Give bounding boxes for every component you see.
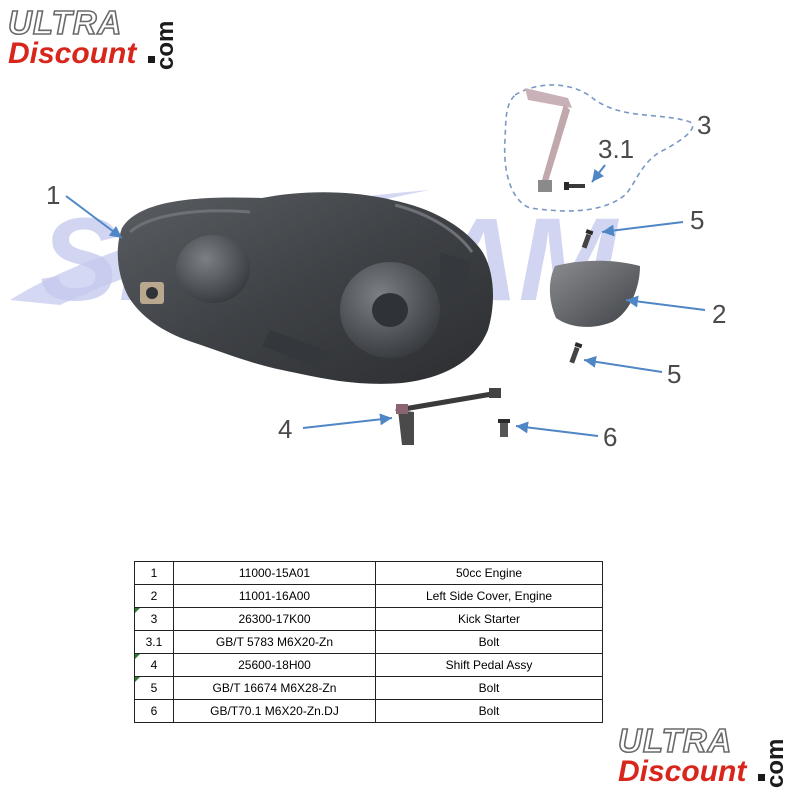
logo-dot (148, 56, 155, 63)
part-number-cell: 26300-17K00 (172, 607, 377, 631)
logo-discount-text: Discount (618, 755, 747, 788)
ref-cell: 3.1 (134, 630, 174, 654)
leader-arrow-6 (515, 421, 599, 437)
part-number-cell: 11001-16A00 (172, 584, 377, 608)
part-number-cell: GB/T70.1 M6X20-Zn.DJ (172, 699, 377, 723)
description-cell: Bolt (375, 676, 603, 700)
description-cell: Kick Starter (375, 607, 603, 631)
exploded-parts-diagram: SKYTEAM (10, 84, 726, 452)
logo-com-text: com (152, 20, 179, 70)
logo-com-text: com (762, 738, 789, 788)
callout-label: 6 (603, 422, 617, 452)
callout-label: 3.1 (598, 134, 634, 164)
leader-arrow-1 (65, 195, 123, 239)
callout-label: 3 (697, 110, 711, 140)
leader-arrow-2 (625, 295, 706, 311)
part-number-cell: 11000-15A01 (172, 561, 377, 585)
kick-starter-dashed-outline (503, 84, 694, 212)
leader-arrow-5-upper (601, 221, 684, 237)
description-cell: 50cc Engine (375, 561, 603, 585)
logo-discount-text: Discount (8, 37, 137, 70)
kick-starter-illustration (525, 88, 572, 192)
brand-logo-bottom: ULTRA Discount com (617, 722, 789, 794)
part-number-cell: 25600-18H00 (172, 653, 377, 677)
ref-cell: 6 (134, 699, 174, 723)
ref-cell: 3 (134, 607, 174, 631)
logo-ultra-text: ULTRA (7, 4, 123, 41)
callout-label: 5 (690, 205, 704, 235)
ref-cell: 1 (134, 561, 174, 585)
shift-pedal-illustration (395, 388, 501, 445)
ref-cell: 4 (134, 653, 174, 677)
logo-dot (758, 774, 765, 781)
part-number-cell: GB/T 16674 M6X28-Zn (172, 676, 377, 700)
engine-illustration (117, 192, 494, 384)
callout-label: 4 (278, 414, 292, 444)
leader-arrow-4 (302, 413, 393, 429)
callout-label: 1 (46, 180, 60, 210)
description-cell: Left Side Cover, Engine (375, 584, 603, 608)
ref-cell: 5 (134, 676, 174, 700)
bolt-upper-illustration (581, 229, 594, 249)
leader-arrow-5-lower (583, 355, 663, 373)
description-cell: Bolt (375, 630, 603, 654)
part-number-cell: GB/T 5783 M6X20-Zn (172, 630, 377, 654)
callout-label: 2 (712, 299, 726, 329)
kick-starter-bolt-illustration (564, 182, 585, 190)
callout-label: 5 (667, 359, 681, 389)
bolt-lower-illustration (569, 342, 583, 364)
leader-arrow-3-1 (591, 164, 606, 183)
description-cell: Bolt (375, 699, 603, 723)
bolt-small-illustration (498, 419, 510, 437)
logo-ultra-text: ULTRA (617, 722, 733, 759)
ref-cell: 2 (134, 584, 174, 608)
left-side-cover-illustration (549, 260, 640, 327)
description-cell: Shift Pedal Assy (375, 653, 603, 677)
brand-logo-top: ULTRA Discount com (7, 4, 179, 76)
